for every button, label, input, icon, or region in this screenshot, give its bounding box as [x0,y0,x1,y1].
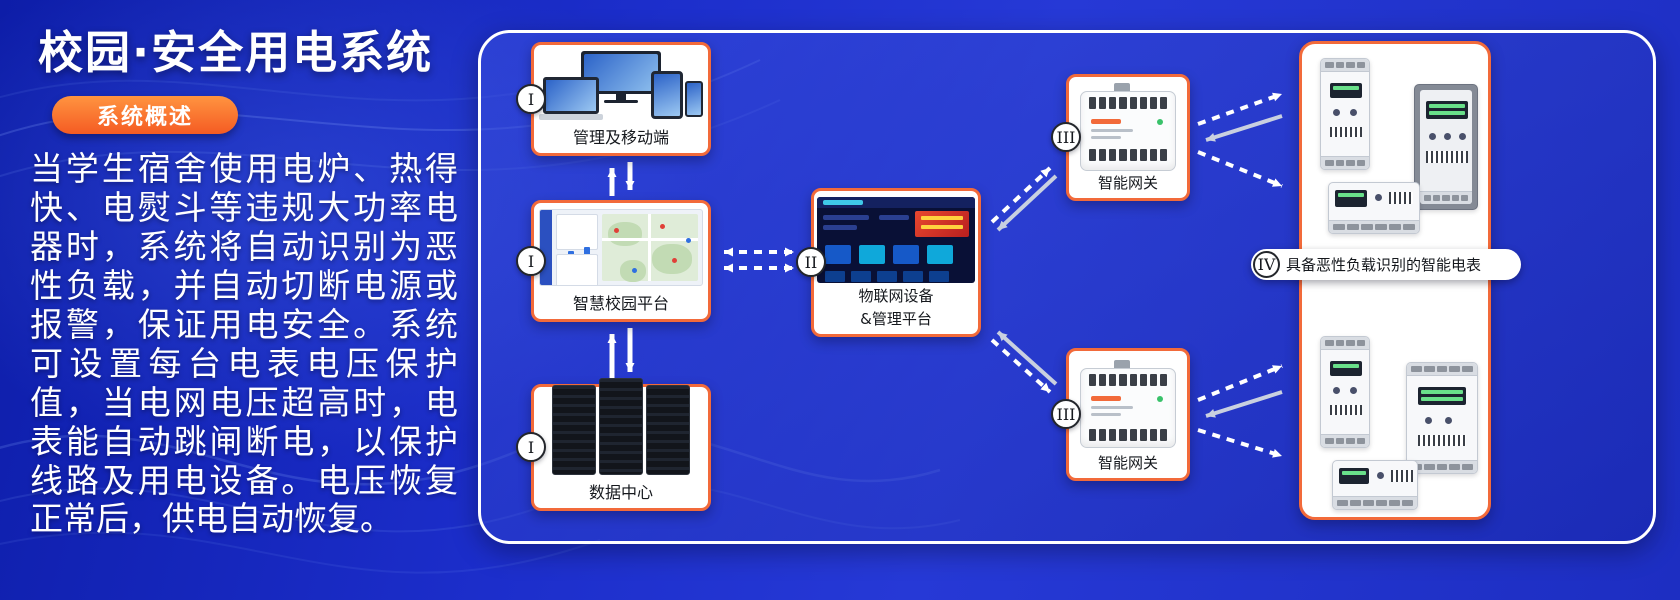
smart-meters-label: 具备恶性负载识别的智能电表 [1286,256,1482,274]
node-label-line2: &管理平台 [860,310,932,328]
meter-icon [1320,58,1370,170]
campus-dashboard-illustration [539,209,703,286]
page-title: 校园·安全用电系统 [38,26,434,79]
numeral-management: I [516,84,546,114]
node-label: 管理及移动端 [572,128,669,147]
meter-icon [1414,84,1478,210]
numeral-smart-meters: IV [1253,251,1280,278]
node-management-mobile: 管理及移动端 [531,42,711,156]
meter-icon [1320,336,1370,448]
tablet-icon [651,71,683,119]
phone-icon [685,81,703,117]
node-label: 数据中心 [588,483,653,502]
numeral-campus-platform: I [516,246,546,276]
smart-meters-label-pill: IV 具备恶性负载识别的智能电表 [1251,249,1521,280]
iot-dashboard-illustration [817,197,975,283]
node-gateway-bottom: 智能网关 [1066,348,1190,481]
alert-banner [915,211,969,237]
node-label-line1: 物联网设备 [858,287,934,305]
numeral-iot-platform: II [796,247,826,277]
node-label: 智能网关 [1097,174,1158,192]
devices-illustration [539,51,703,120]
numeral-gateway-bottom: III [1051,399,1081,429]
meter-icon [1328,182,1420,234]
meter-icon [1332,460,1418,510]
node-label: 智慧校园平台 [572,294,669,313]
meter-icon [1406,362,1478,474]
node-campus-platform: 智慧校园平台 [531,200,711,322]
node-data-center: 数据中心 [531,378,711,511]
server-racks-illustration [546,378,696,475]
node-gateway-top: 智能网关 [1066,74,1190,201]
monitor-icon [581,51,661,103]
overview-badge: 系统概述 [52,96,238,134]
laptop-icon [539,77,603,123]
gateway-illustration [1080,360,1176,450]
node-label: 智能网关 [1097,454,1158,472]
system-description: 当学生宿舍使用电炉、热得快、电熨斗等违规大功率电器时，系统将自动识别为恶性负载，… [30,149,458,539]
node-smart-meters [1299,41,1491,520]
node-iot-platform: 物联网设备 &管理平台 [811,188,981,337]
numeral-data-center: I [516,432,546,462]
numeral-gateway-top: III [1051,122,1081,152]
gateway-illustration [1080,83,1176,171]
